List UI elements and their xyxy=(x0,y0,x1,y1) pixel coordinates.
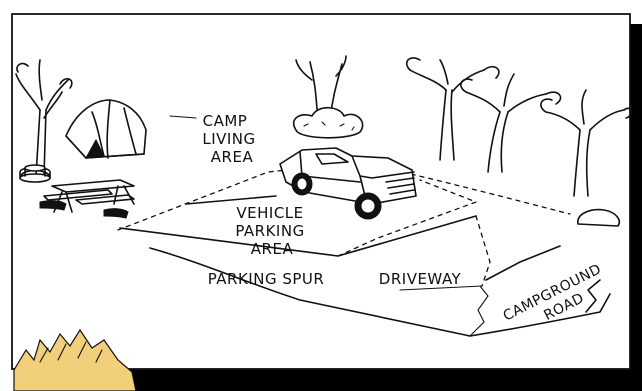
label-parking-spur: PARKING SPUR xyxy=(208,270,325,288)
vehicle-parking-label-line1: VEHICLE xyxy=(236,204,303,222)
label-driveway: DRIVEWAY xyxy=(379,270,462,288)
camp-living-label-line1: CAMP xyxy=(203,112,248,130)
vehicle-parking-label-line3: AREA xyxy=(251,240,294,258)
camp-living-label-line2: LIVING xyxy=(202,130,255,148)
vehicle-parking-label-line2: PARKING xyxy=(235,222,304,240)
camp-living-label-line3: AREA xyxy=(211,148,254,166)
camp-stove-icon xyxy=(20,165,50,182)
